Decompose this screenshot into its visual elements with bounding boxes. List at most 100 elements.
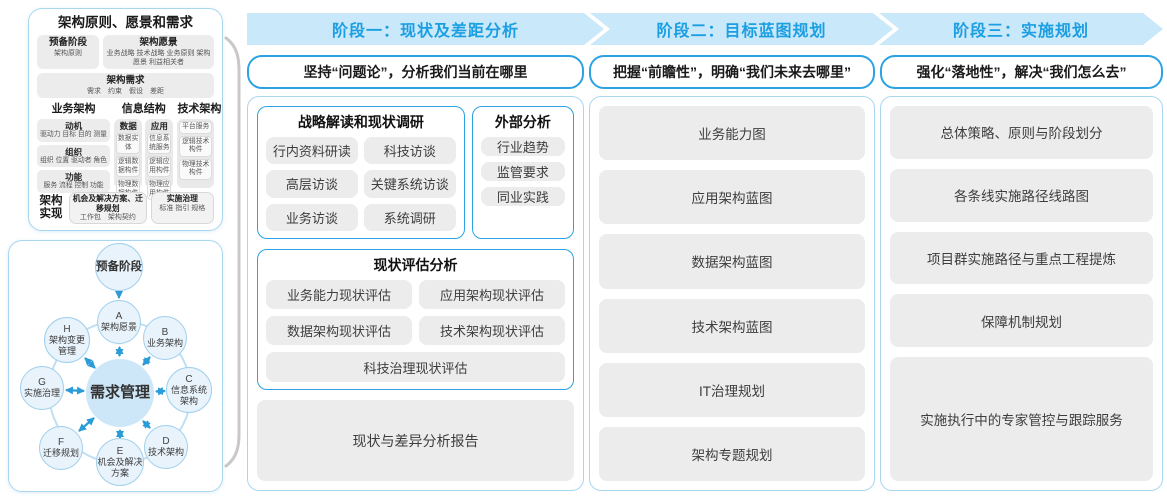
opportunities-migration-line: 工作包 架构契约 [79, 214, 136, 221]
adm-node-g-letter: G [38, 377, 46, 389]
strategy-chip: 高层访谈 [266, 170, 358, 198]
adm-node-e-label: 机会及解决方案 [97, 457, 143, 478]
technology-subcolumn: 平台服务 逻辑技术构件 物理技术构件 [177, 119, 214, 188]
adm-node-c-label: 信息系统架构 [170, 385, 207, 406]
adm-node-e: E 机会及解决方案 [96, 438, 144, 486]
architecture-vision-box: 架构愿景 业务战略 技术战略 业务原则 架构愿景 利益相关者 [103, 35, 214, 69]
phase3-chip: 总体策略、原则与阶段划分 [890, 106, 1153, 159]
phase2-header-band: 阶段二：目标蓝图规划 [590, 13, 893, 45]
architecture-vision-line: 业务战略 技术战略 业务原则 架构愿景 利益相关者 [106, 50, 211, 66]
technology-architecture-title: 技术架构 [177, 103, 222, 115]
panel-title: 架构原则、愿景和需求 [58, 15, 193, 30]
organization-box: 组织 组织 位置 驱动者 角色 [37, 144, 111, 167]
opportunities-migration-box: 机会及解决方案、迁移规划 工作包 架构契约 [69, 192, 147, 224]
adm-node-e-letter: E [116, 446, 124, 457]
adm-node-b-label: 业务架构 [146, 338, 183, 349]
phase3-chip: 项目群实施路径与重点工程提炼 [890, 231, 1153, 285]
phase3-header-band: 阶段三：实施规划 [879, 13, 1163, 45]
phase2-content-panel: 业务能力图 应用架构蓝图 数据架构蓝图 技术架构蓝图 IT治理规划 架构专题规划 [589, 96, 875, 491]
strategy-chip: 关键系统访谈 [363, 170, 456, 198]
assessment-chip: 应用架构现状评估 [419, 280, 565, 309]
adm-node-h: H 架构变更管理 [44, 317, 90, 363]
phase2-chip: 架构专题规划 [599, 426, 865, 482]
data-title: 数据 [119, 121, 137, 131]
implementation-governance-box: 实施治理 标准 指引 规格 [150, 192, 214, 224]
grouping-bracket [224, 36, 241, 468]
adm-node-requirements-label: 需求管理 [89, 384, 150, 401]
adm-node-f: F 迁移规划 [39, 426, 83, 470]
technology-chip: 逻辑技术构件 [179, 135, 212, 157]
adm-node-g-label: 实施治理 [23, 388, 60, 399]
assessment-chip: 技术架构现状评估 [419, 316, 565, 345]
business-architecture-title: 业务架构 [51, 103, 96, 115]
technology-architecture-column: 技术架构 平台服务 逻辑技术构件 物理技术构件 [177, 102, 222, 188]
current-state-assessment-title: 现状评估分析 [373, 257, 458, 273]
phase3-chip: 各条线实施路径线路图 [890, 168, 1153, 222]
application-chip: 信息系统服务 [147, 133, 172, 154]
architecture-vision-title: 架构愿景 [139, 37, 178, 48]
adm-node-g: G 实施治理 [20, 366, 64, 410]
adm-node-a: A 架构愿景 [97, 300, 141, 344]
information-structure-column: 信息结构 数据 数据实体 逻辑数据构件 物理数据构件 应用 信息系统服务 逻辑应… [114, 102, 174, 200]
technology-chip: 物理技术构件 [179, 158, 212, 180]
phase2-chip: 技术架构蓝图 [599, 298, 865, 353]
adm-node-b-letter: B [161, 327, 169, 339]
adm-cycle-panel: 预备阶段 需求管理 A 架构愿景 B 业务架构 C 信息系统架构 D 技术架构 … [8, 240, 223, 492]
data-chip: 数据实体 [116, 133, 141, 154]
gap-analysis-report-chip: 现状与差异分析报告 [257, 400, 574, 481]
motivation-title: 动机 [65, 121, 83, 131]
phase3-chip: 保障机制规划 [890, 294, 1153, 347]
phase2-chip: 数据架构蓝图 [599, 234, 865, 289]
application-title: 应用 [150, 121, 168, 131]
architecture-requirements-title: 架构需求 [106, 75, 145, 86]
adm-node-prep: 预备阶段 [95, 243, 143, 291]
information-structure-title: 信息结构 [121, 103, 166, 115]
phase2-subtitle-box: 把握“前瞻性”，明确“我们未来去哪里” [589, 55, 875, 89]
motivation-box: 动机 驱动力 目标 目的 测量 [37, 119, 111, 142]
adm-node-d-letter: D [162, 436, 170, 448]
adm-node-prep-label: 预备阶段 [96, 260, 142, 273]
adm-node-a-letter: A [115, 311, 123, 323]
strategy-chip: 系统调研 [363, 203, 456, 231]
strategy-chip: 科技访谈 [363, 137, 456, 165]
function-line: 服务 流程 控制 功能 [43, 182, 104, 189]
prep-phase-line: 架构原则 [54, 50, 82, 57]
adm-node-f-letter: F [57, 437, 65, 449]
data-subcolumn: 数据 数据实体 逻辑数据构件 物理数据构件 [114, 119, 143, 200]
external-analysis-box: 外部分析 行业趋势 监管要求 同业实践 [471, 106, 574, 239]
external-chip: 行业趋势 [480, 137, 565, 156]
adm-node-d-label: 技术架构 [147, 447, 184, 458]
phase1-header-band: 阶段一：现状及差距分析 [247, 13, 604, 45]
adm-node-c: C 信息系统架构 [166, 367, 212, 413]
adm-node-h-letter: H [63, 324, 71, 335]
adm-node-f-label: 迁移规划 [42, 448, 79, 459]
adm-node-d: D 技术架构 [144, 425, 188, 469]
organization-title: 组织 [65, 146, 83, 157]
business-architecture-column: 业务架构 动机 驱动力 目标 目的 测量 组织 组织 位置 驱动者 角色 功能 … [37, 102, 111, 193]
function-title: 功能 [65, 172, 83, 182]
opportunities-migration-title: 机会及解决方案、迁移规划 [72, 194, 143, 213]
phase3-subtitle-box: 强化“落地性”，解决“我们怎么去” [880, 55, 1163, 89]
phase3-content-panel: 总体策略、原则与阶段划分 各条线实施路径线路图 项目群实施路径与重点工程提炼 保… [880, 96, 1163, 491]
architecture-implementation-label: 架构实现 [39, 195, 63, 220]
application-subcolumn: 应用 信息系统服务 逻辑应用构件 物理应用构件 [145, 119, 174, 200]
adm-node-c-letter: C [185, 374, 193, 385]
assessment-chip: 数据架构现状评估 [266, 316, 412, 345]
adm-node-a-label: 架构愿景 [100, 322, 137, 333]
adm-node-b: B 业务架构 [143, 316, 187, 360]
data-chip: 逻辑数据构件 [116, 156, 141, 177]
implementation-governance-title: 实施治理 [166, 194, 198, 203]
technology-chip: 平台服务 [179, 121, 212, 134]
phase1-subtitle-box: 坚持“问题论”，分析我们当前在哪里 [247, 55, 584, 89]
external-analysis-title: 外部分析 [494, 114, 551, 130]
external-chip: 同业实践 [480, 187, 565, 206]
assessment-full-chip: 科技治理现状评估 [266, 352, 565, 382]
adm-node-requirements: 需求管理 [86, 359, 154, 427]
architecture-requirements-box: 架构需求 需求 约束 假设 差距 [37, 73, 214, 98]
prep-phase-box: 预备阶段 架构原则 [37, 35, 99, 69]
organization-line: 组织 位置 驱动者 角色 [40, 156, 107, 164]
architecture-principles-panel: 架构原则、愿景和需求 预备阶段 架构原则 架构愿景 业务战略 技术战略 业务原则… [28, 8, 223, 231]
function-box: 功能 服务 流程 控制 功能 [37, 170, 111, 193]
phase3-chip: 实施执行中的专家管控与跟踪服务 [890, 357, 1153, 481]
